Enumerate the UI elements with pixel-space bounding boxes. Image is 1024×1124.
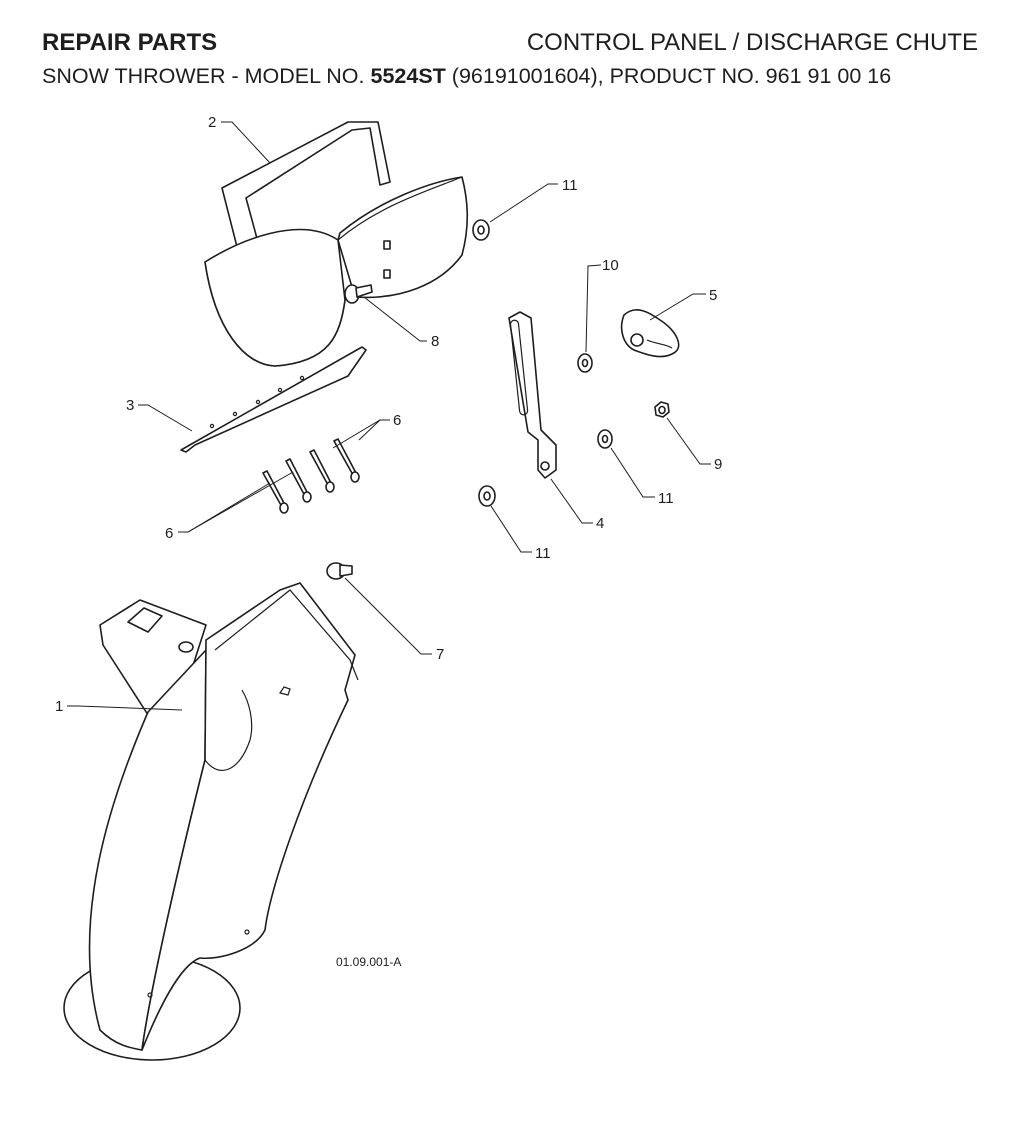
callout-2: 2: [208, 114, 216, 131]
page-title: REPAIR PARTS: [42, 29, 218, 56]
callout-9: 9: [714, 456, 722, 473]
callout-labels: 2 11 10 5 8 3 6 9 11 4 6 11 7 1: [55, 114, 722, 715]
part-6-rivets: [262, 438, 360, 514]
drawing-code: 01.09.001-A: [336, 955, 401, 969]
part-11-washer-top: [472, 219, 490, 241]
callout-6-lower: 6: [165, 525, 173, 542]
part-8-bolt: [344, 284, 373, 304]
section-title: CONTROL PANEL / DISCHARGE CHUTE: [526, 29, 978, 56]
callout-7: 7: [436, 646, 444, 663]
part-10-washer: [577, 353, 593, 373]
model-subtitle: SNOW THROWER - MODEL NO. 5524ST (9619100…: [42, 64, 891, 89]
part-2-chute-deflector: [204, 121, 469, 367]
callout-5: 5: [709, 287, 717, 304]
callout-11-low: 11: [535, 545, 551, 562]
callout-6-upper: 6: [393, 412, 401, 429]
callout-4: 4: [596, 515, 604, 532]
model-number: 5524ST: [370, 64, 446, 88]
callout-11-top: 11: [562, 177, 578, 194]
part-4-bracket: [508, 311, 557, 479]
part-9-nut: [654, 401, 670, 418]
subtitle-prefix: SNOW THROWER - MODEL NO.: [42, 64, 365, 88]
part-11-washer-low: [478, 485, 496, 507]
part-3-plate: [180, 346, 367, 453]
part-1-discharge-chute: [63, 582, 359, 1061]
part-7-bolt: [326, 562, 353, 580]
part-11-washer-mid: [597, 429, 613, 449]
part-5-knob: [620, 309, 680, 358]
callout-1: 1: [55, 698, 63, 715]
subtitle-suffix: (96191001604), PRODUCT NO. 961 91 00 16: [451, 64, 892, 88]
leader-lines: [67, 121, 711, 711]
callout-8: 8: [431, 333, 439, 350]
callout-10: 10: [602, 257, 619, 274]
callout-3: 3: [126, 397, 134, 414]
callout-11-mid: 11: [658, 490, 674, 507]
